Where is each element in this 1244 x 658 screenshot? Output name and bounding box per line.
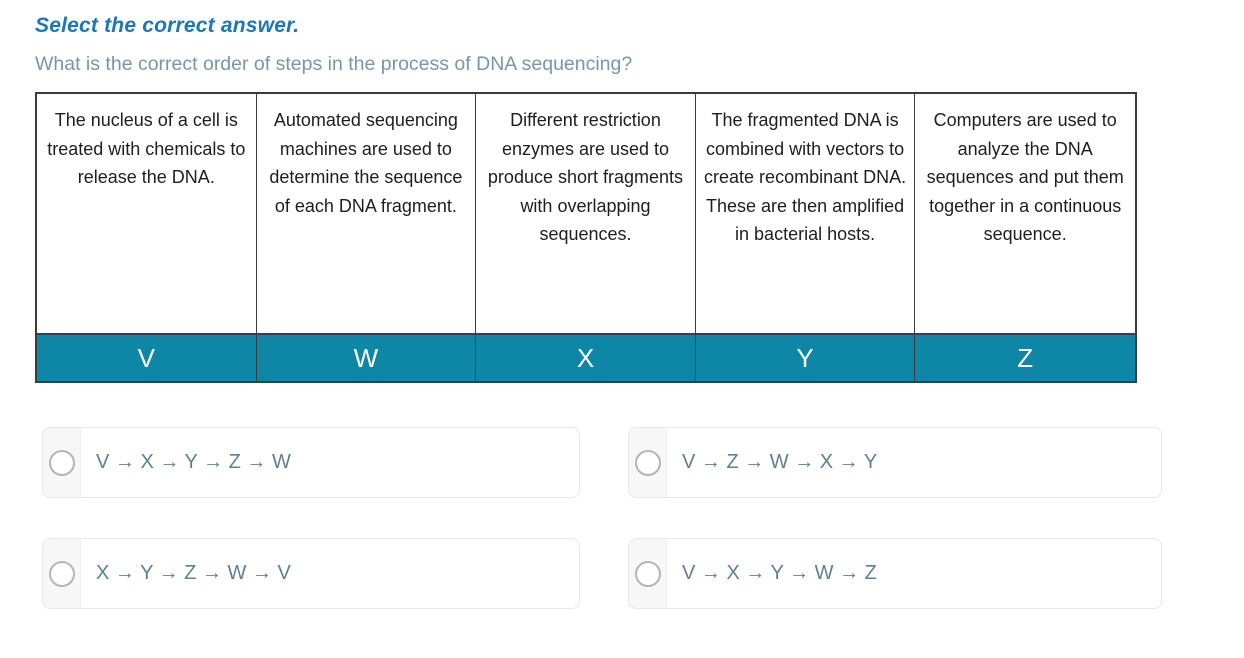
radio-cell-1 [43, 428, 81, 497]
step-description-y: The fragmented DNA is combined with vect… [695, 94, 915, 333]
sequence-table: The nucleus of a cell is treated with ch… [35, 92, 1137, 383]
answer-option-3[interactable]: X → Y → Z → W → V [42, 538, 580, 609]
radio-cell-2 [629, 428, 667, 497]
step-letter-y: Y [695, 333, 915, 381]
table-column-y: The fragmented DNA is combined with vect… [695, 94, 916, 381]
answer-options: V → X → Y → Z → W V → Z → W → X → Y X → … [42, 427, 1244, 609]
question-page: Select the correct answer. What is the c… [35, 14, 1244, 609]
answer-option-2[interactable]: V → Z → W → X → Y [628, 427, 1162, 498]
radio-cell-3 [43, 539, 81, 608]
step-description-x: Different restriction enzymes are used t… [476, 94, 695, 333]
step-description-v: The nucleus of a cell is treated with ch… [37, 94, 256, 333]
step-letter-w: W [256, 333, 476, 381]
step-letter-x: X [476, 333, 695, 381]
radio-button-3[interactable] [48, 560, 75, 587]
option-label-3[interactable]: X → Y → Z → W → V [96, 562, 291, 584]
instruction-title: Select the correct answer. [35, 14, 300, 37]
step-description-z: Computers are used to analyze the DNA se… [915, 94, 1135, 333]
step-letter-z: Z [915, 333, 1135, 381]
table-column-z: Computers are used to analyze the DNA se… [915, 94, 1135, 381]
radio-button-2[interactable] [634, 449, 661, 476]
option-label-1[interactable]: V → X → Y → Z → W [96, 451, 291, 473]
radio-button-1[interactable] [48, 449, 75, 476]
answer-option-1[interactable]: V → X → Y → Z → W [42, 427, 580, 498]
table-column-w: Automated sequencing machines are used t… [256, 94, 477, 381]
option-label-2[interactable]: V → Z → W → X → Y [682, 451, 878, 473]
radio-button-4[interactable] [634, 560, 661, 587]
answer-option-4[interactable]: V → X → Y → W → Z [628, 538, 1162, 609]
radio-cell-4 [629, 539, 667, 608]
table-column-x: Different restriction enzymes are used t… [476, 94, 696, 381]
step-letter-v: V [37, 333, 256, 381]
step-description-w: Automated sequencing machines are used t… [256, 94, 476, 333]
table-column-v: The nucleus of a cell is treated with ch… [37, 94, 257, 381]
option-label-4[interactable]: V → X → Y → W → Z [682, 562, 877, 584]
question-text: What is the correct order of steps in th… [35, 53, 633, 75]
